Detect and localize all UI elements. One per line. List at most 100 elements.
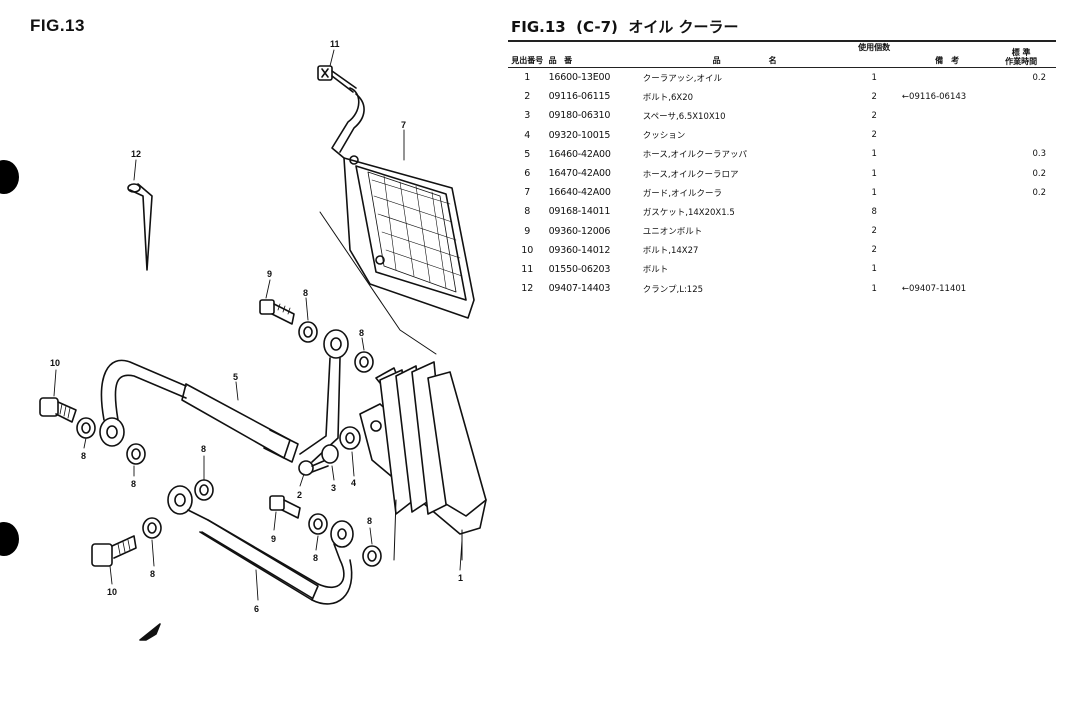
union-bolt-9 xyxy=(259,299,295,325)
row-note xyxy=(900,202,994,221)
row-note xyxy=(900,241,994,260)
parts-table: 見出番号 品 番 品 名 使用個数 備 考 標 準 作業時間 1 16600-13… xyxy=(508,40,1056,298)
row-ref: 4 xyxy=(524,129,531,141)
row-part-no: 16470-42A00 xyxy=(548,168,611,180)
row-ref: 9 xyxy=(524,225,531,237)
callout: 9 xyxy=(267,269,272,279)
row-desc: クーラアッシ,オイル xyxy=(642,73,722,84)
row-qty: 2 xyxy=(871,226,877,237)
row-desc: ボルト,6X20 xyxy=(642,92,694,103)
callout: 8 xyxy=(367,516,372,526)
bolt-spacer-cushion xyxy=(298,426,361,476)
row-part-no: 16460-42A00 xyxy=(548,148,611,160)
row-qty: 2 xyxy=(871,91,877,102)
callout: 7 xyxy=(401,120,406,130)
table-row: 9 09360-12006 ユニオンボルト 2 xyxy=(508,222,1056,241)
row-note xyxy=(900,260,994,279)
row-note xyxy=(900,183,994,202)
row-desc: クッション xyxy=(642,131,686,142)
row-ref: 11 xyxy=(521,263,534,275)
row-note xyxy=(900,126,994,145)
row-ref: 2 xyxy=(524,91,531,103)
header-desc: 品 名 xyxy=(640,40,849,68)
exploded-diagram: 11 7 12 9 8 8 10 5 8 8 2 3 4 8 9 8 8 10 … xyxy=(39,39,487,641)
callout: 8 xyxy=(131,479,136,489)
header-note: 備 考 xyxy=(899,40,995,68)
row-qty: 2 xyxy=(871,110,877,121)
row-qty: 1 xyxy=(871,149,877,160)
row-time xyxy=(994,279,1056,298)
row-desc: ガード,オイルクーラ xyxy=(642,188,722,199)
table-row: 4 09320-10015 クッション 2 xyxy=(508,126,1056,145)
callout: 8 xyxy=(150,569,155,579)
callout: 6 xyxy=(254,604,259,614)
header-time: 標 準 作業時間 xyxy=(994,40,1056,68)
row-ref: 8 xyxy=(524,206,531,218)
direction-arrow-icon xyxy=(139,623,161,641)
row-qty: 1 xyxy=(871,187,877,198)
callout: 12 xyxy=(131,149,141,159)
row-qty: 2 xyxy=(871,130,877,141)
row-part-no: 09116-06115 xyxy=(548,91,611,103)
row-time: 0.3 xyxy=(1032,149,1046,160)
row-ref: 1 xyxy=(524,72,531,84)
callout: 8 xyxy=(313,553,318,563)
row-qty: 1 xyxy=(871,168,877,179)
row-time: 0.2 xyxy=(1032,168,1046,179)
union-bolt-9-lower xyxy=(269,495,301,519)
row-part-no: 09320-10015 xyxy=(548,129,611,141)
hose-upper-5 xyxy=(99,329,349,463)
page-title: FIG.13 (C-7) オイル クーラー xyxy=(511,18,739,36)
callout: 3 xyxy=(331,483,336,493)
header-part-no: 品 番 xyxy=(546,40,641,68)
header-qty: 使用個数 xyxy=(848,40,900,68)
row-desc: クランプ,L:125 xyxy=(642,284,704,295)
row-ref: 10 xyxy=(521,244,534,256)
row-time xyxy=(994,222,1056,241)
callout: 4 xyxy=(351,478,356,488)
row-desc: ボルト xyxy=(642,265,669,276)
row-note xyxy=(900,145,994,164)
callout: 8 xyxy=(303,288,308,298)
punch-hole xyxy=(0,522,19,556)
row-ref: 6 xyxy=(524,168,531,180)
row-part-no: 09360-12006 xyxy=(548,225,611,237)
row-qty: 2 xyxy=(871,245,877,256)
header-ref: 見出番号 xyxy=(508,40,547,68)
row-desc: ホース,オイルクーラアッパ xyxy=(642,150,748,161)
clamp-12 xyxy=(127,183,153,271)
row-ref: 5 xyxy=(524,148,531,160)
callout: 5 xyxy=(233,372,238,382)
row-time xyxy=(994,87,1056,106)
row-qty: 1 xyxy=(871,72,877,83)
oil-cooler-1 xyxy=(359,361,487,561)
row-desc: ボルト,14X27 xyxy=(642,246,699,257)
callout: 9 xyxy=(271,534,276,544)
table-row: 5 16460-42A00 ホース,オイルクーラアッパ 1 0.3 xyxy=(508,145,1056,164)
hose-lower-6 xyxy=(167,485,354,605)
row-desc: スペーサ,6.5X10X10 xyxy=(642,111,726,122)
figure-label: FIG.13 xyxy=(30,16,85,35)
row-time xyxy=(994,241,1056,260)
callout: 10 xyxy=(50,358,60,368)
row-part-no: 16640-42A00 xyxy=(548,187,611,199)
row-note: ←09407-11401 xyxy=(901,283,967,294)
row-qty: 1 xyxy=(871,283,877,294)
row-time: 0.2 xyxy=(1032,72,1046,83)
callout: 11 xyxy=(330,39,340,49)
row-part-no: 09168-14011 xyxy=(548,206,611,218)
row-part-no: 16600-13E00 xyxy=(548,72,611,84)
row-desc: ユニオンボルト xyxy=(642,227,703,238)
row-part-no: 09180-06310 xyxy=(548,110,611,122)
row-note xyxy=(900,68,994,88)
callout: 8 xyxy=(359,328,364,338)
row-note xyxy=(900,106,994,125)
row-part-no: 09407-14403 xyxy=(548,283,611,295)
table-row: 1 16600-13E00 クーラアッシ,オイル 1 0.2 xyxy=(508,68,1056,88)
